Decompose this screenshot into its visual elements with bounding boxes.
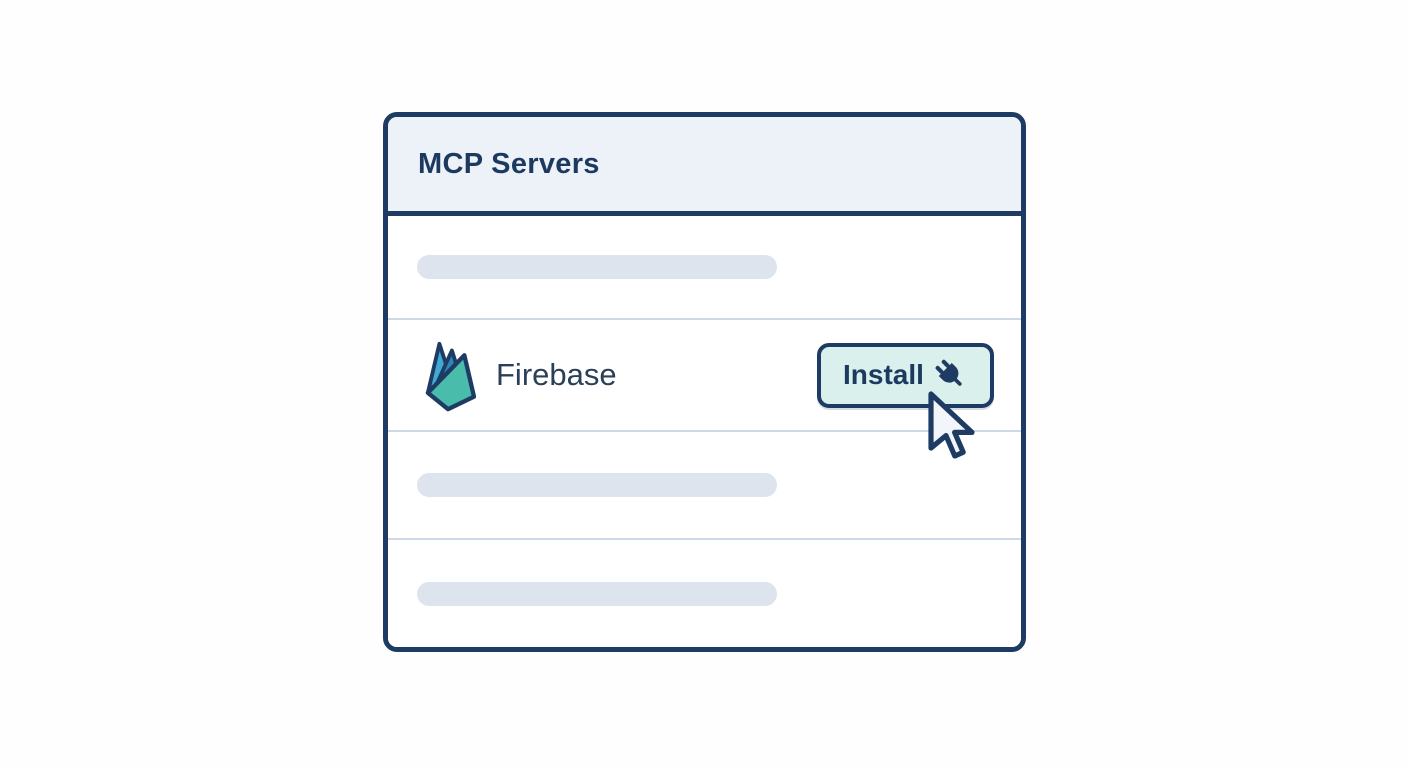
server-list: Firebase Install (388, 216, 1021, 647)
skeleton-bar (417, 581, 777, 606)
server-row-placeholder-2 (388, 430, 1021, 538)
server-name: Firebase (496, 357, 617, 392)
mcp-servers-panel: MCP Servers Firebase Install (383, 112, 1026, 652)
skeleton-bar (417, 255, 777, 279)
skeleton-bar (417, 473, 777, 497)
firebase-icon (422, 338, 476, 413)
panel-title: MCP Servers (418, 147, 600, 180)
server-row-placeholder-3 (388, 538, 1021, 647)
install-button[interactable]: Install (817, 342, 994, 408)
panel-header: MCP Servers (388, 117, 1021, 216)
install-button-label: Install (843, 359, 924, 390)
server-row-firebase: Firebase Install (388, 318, 1021, 430)
plug-icon (934, 358, 968, 392)
server-row-placeholder-1 (388, 216, 1021, 318)
